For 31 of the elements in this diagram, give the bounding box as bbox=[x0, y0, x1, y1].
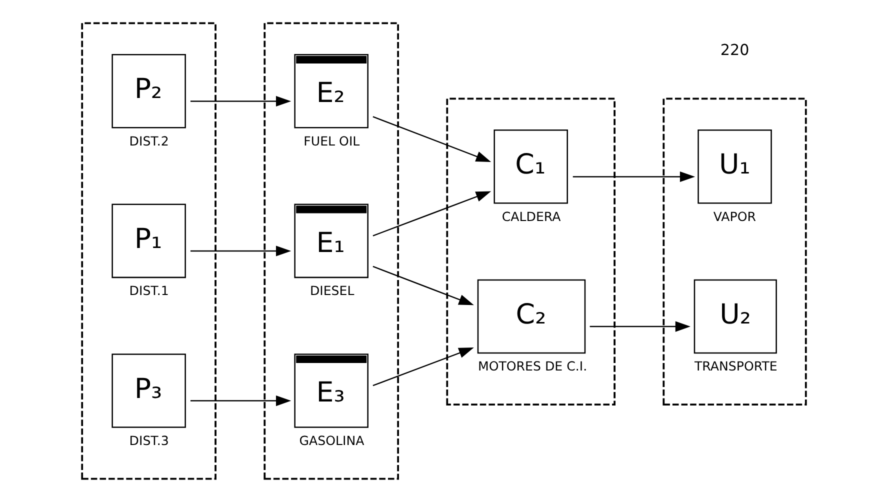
node-box: U₂ bbox=[694, 279, 777, 354]
node-box: U₁ bbox=[698, 130, 772, 204]
node-label: TRANSPORTE bbox=[694, 358, 778, 374]
arrow bbox=[372, 348, 474, 386]
label: 220 bbox=[720, 40, 750, 59]
arrow bbox=[190, 396, 292, 406]
node-box: P₃ bbox=[112, 354, 186, 428]
cluster bbox=[264, 22, 399, 480]
node-label: DIST.3 bbox=[129, 432, 169, 448]
node-box: C₁ bbox=[494, 130, 568, 204]
node-label: FUEL OIL bbox=[304, 133, 360, 148]
arrow bbox=[590, 321, 690, 332]
arrow bbox=[372, 266, 474, 306]
node-label: DIESEL bbox=[310, 283, 354, 298]
node-box: P₂ bbox=[112, 54, 186, 128]
node-label: MOTORES DE C.I. bbox=[478, 358, 588, 374]
cluster bbox=[662, 98, 807, 406]
cluster bbox=[81, 22, 216, 480]
node-label: GASOLINA bbox=[299, 432, 364, 448]
node-label: CALDERA bbox=[502, 208, 561, 224]
cluster bbox=[446, 98, 616, 406]
node-box: P₁ bbox=[112, 204, 186, 278]
arrow bbox=[372, 191, 492, 236]
arrow bbox=[372, 116, 492, 162]
arrow bbox=[190, 96, 292, 106]
node-label: DIST.2 bbox=[129, 133, 169, 148]
node-box: C₂ bbox=[477, 279, 586, 354]
node-label: VAPOR bbox=[713, 208, 756, 224]
node-label: DIST.1 bbox=[129, 283, 169, 298]
arrow bbox=[190, 246, 292, 256]
arrow bbox=[572, 171, 696, 182]
